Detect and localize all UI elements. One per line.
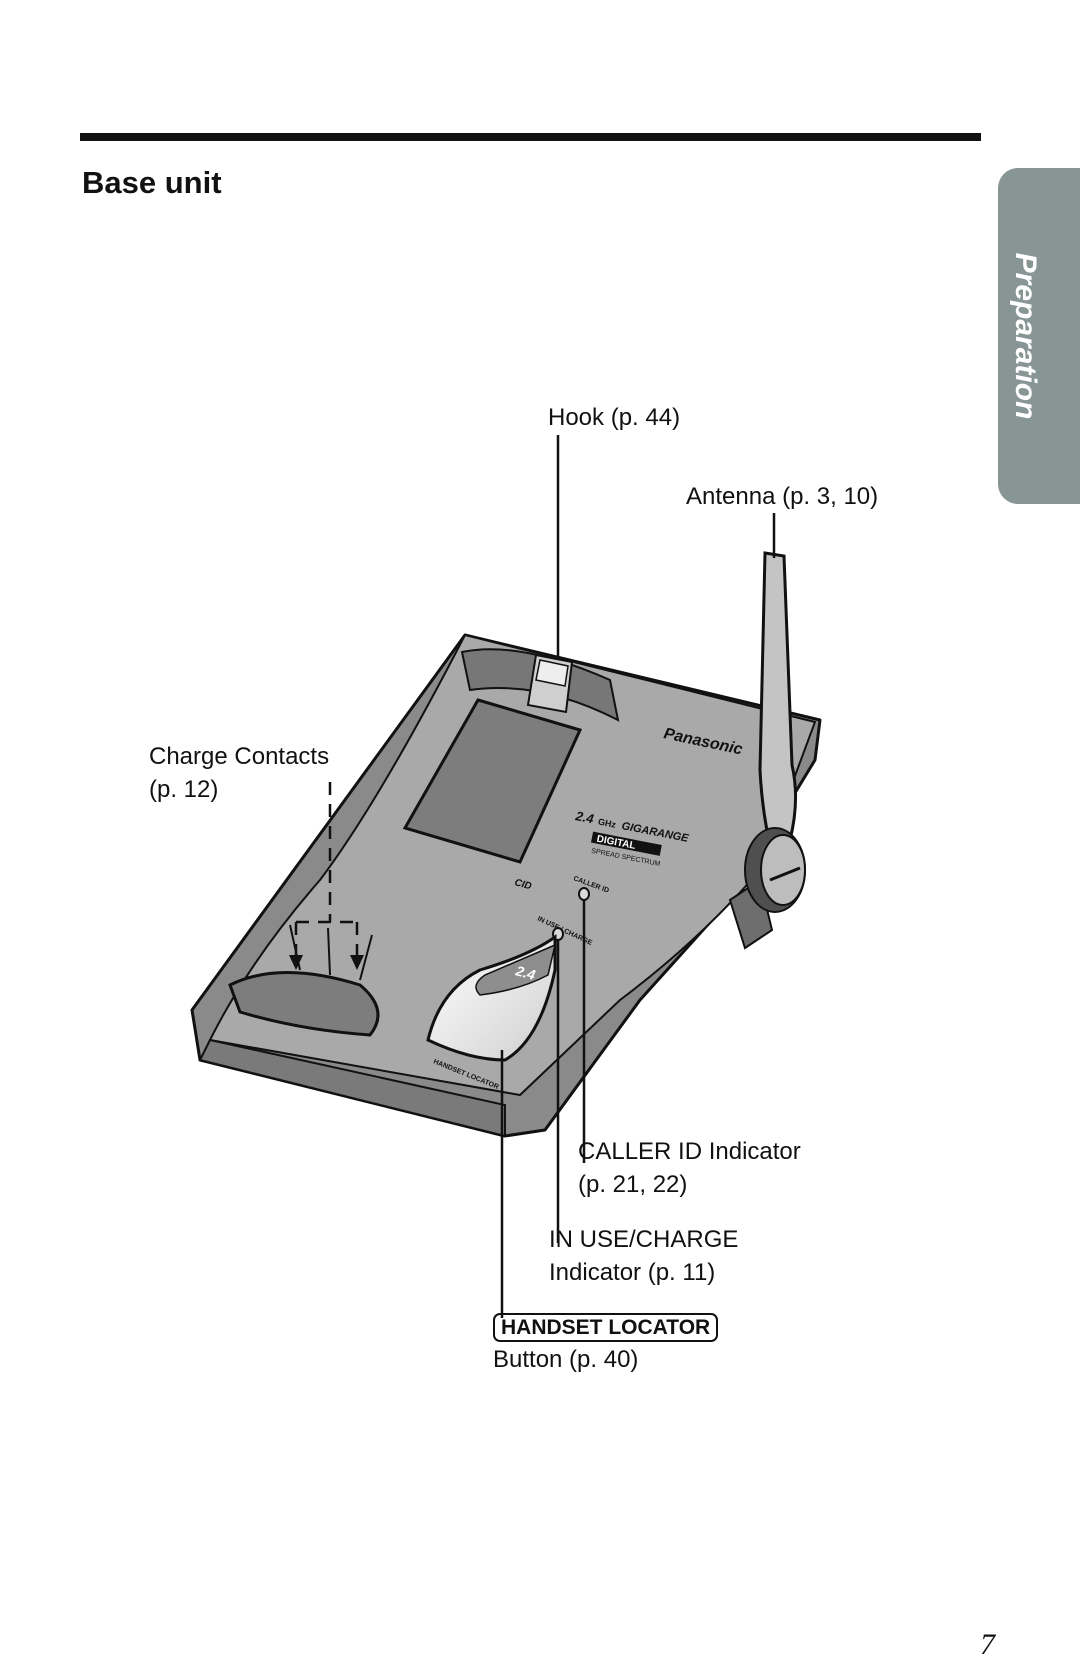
hook <box>526 653 574 714</box>
svg-text:2.4: 2.4 <box>573 808 595 827</box>
callout-lines <box>289 435 776 1318</box>
top-rule <box>80 133 981 141</box>
caller-id-page: (p. 21, 22) <box>578 1171 688 1198</box>
page-title: Base unit <box>82 165 222 200</box>
hook-label: Hook (p. 44) <box>548 404 681 431</box>
handset-locator-label: HANDSET LOCATOR <box>493 1310 719 1343</box>
in-use-charge-page: Indicator (p. 11) <box>549 1259 716 1286</box>
antenna <box>744 551 806 913</box>
caller-id-label: CALLER ID Indicator <box>578 1138 801 1165</box>
caller-id-led <box>578 887 590 901</box>
section-tab <box>998 168 1080 504</box>
charge-contacts-page: (p. 12) <box>149 776 219 803</box>
svg-text:2.4: 2.4 <box>513 962 537 983</box>
page-number: 7 <box>980 1628 995 1661</box>
antenna-label: Antenna (p. 3, 10) <box>686 483 879 510</box>
in-use-charge-label: IN USE/CHARGE <box>549 1226 739 1253</box>
handset-cradle <box>228 648 620 1037</box>
handset-locator-page: Button (p. 40) <box>493 1346 639 1373</box>
charge-contacts-label: Charge Contacts <box>149 743 330 770</box>
handset-locator-key-label: HANDSET LOCATOR <box>493 1313 719 1342</box>
cid-logo: CID <box>513 877 532 892</box>
svg-text:GHz: GHz <box>597 817 617 830</box>
